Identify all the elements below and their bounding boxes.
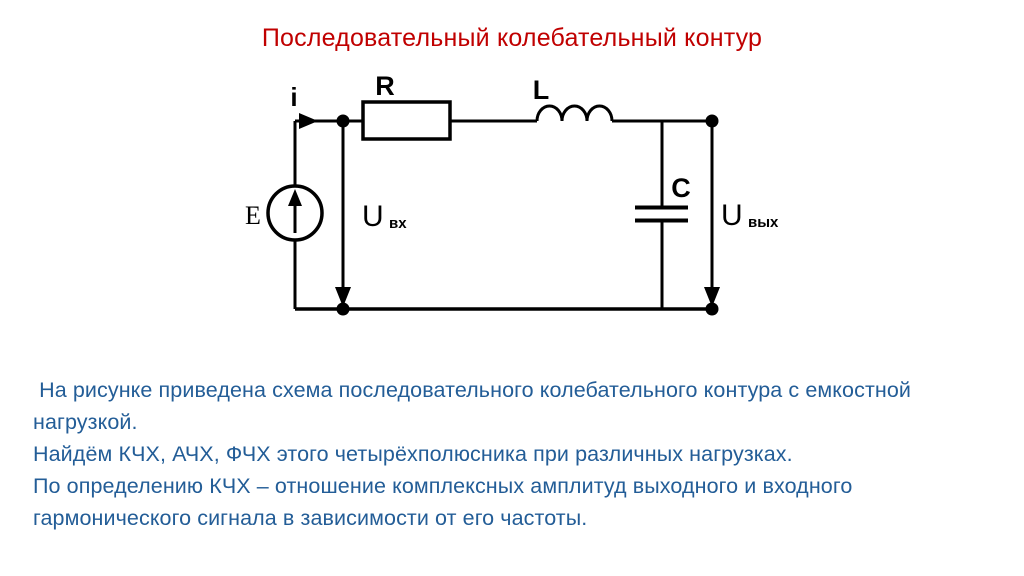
description-text: На рисунке приведена схема последователь… (33, 374, 1004, 534)
current-arrow-icon (299, 113, 318, 129)
capacitor-label: C (671, 173, 691, 203)
node-dot (705, 302, 719, 316)
source-label: E (245, 201, 261, 230)
inductor-symbol (535, 104, 614, 122)
input-voltage-label: U (362, 200, 384, 233)
current-label: i (290, 82, 297, 112)
resistor-symbol (361, 100, 452, 141)
description-line-5: гармонического сигнала в зависимости от … (33, 506, 588, 530)
input-voltage-arrow-icon (335, 287, 351, 307)
slide-title: Последовательный колебательный контур (261, 24, 763, 52)
source-arrow-icon (288, 189, 302, 206)
input-voltage-subscript: вх (389, 215, 407, 232)
output-voltage-subscript: вых (748, 214, 779, 231)
node-dot (336, 114, 350, 128)
description-line-3: Найдём КЧХ, АЧХ, ФЧХ этого четырёхполюсн… (33, 442, 793, 466)
description-line-1: На рисунке приведена схема последователь… (33, 378, 912, 402)
output-voltage-label: U (721, 199, 743, 232)
inductor-label: L (533, 75, 550, 105)
node-dot (336, 302, 350, 316)
output-voltage-arrow-icon (704, 287, 720, 307)
description-line-4: По определению КЧХ – отношение комплексн… (33, 474, 853, 498)
circuit-diagram: i E R L C U вх U вых (245, 71, 779, 316)
node-dot (705, 114, 719, 128)
resistor-label: R (375, 71, 395, 101)
description-line-2: нагрузкой. (33, 410, 138, 434)
